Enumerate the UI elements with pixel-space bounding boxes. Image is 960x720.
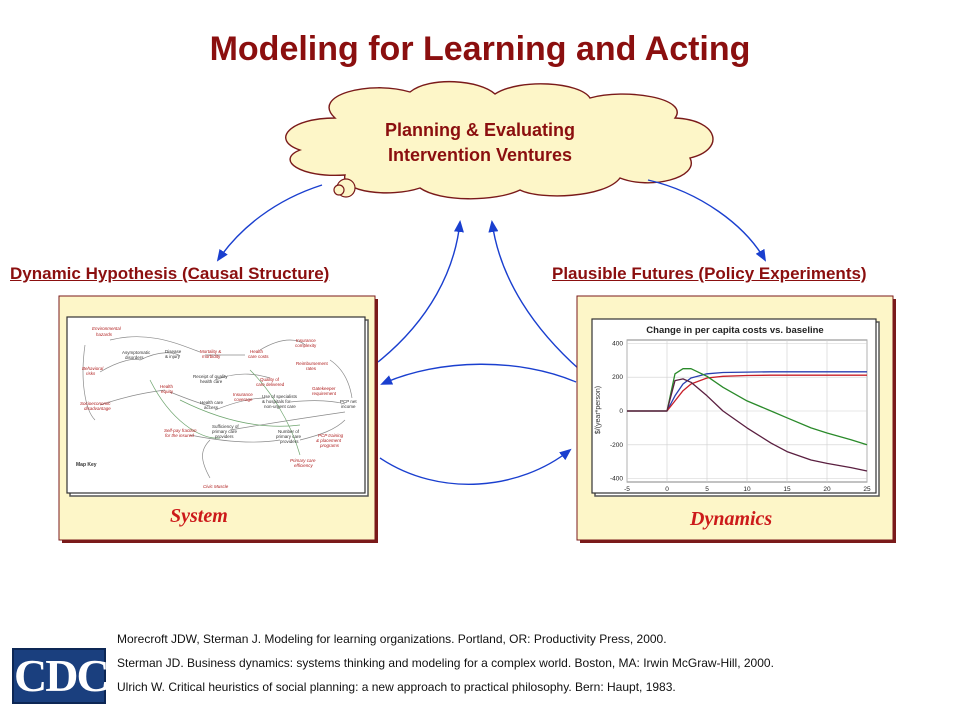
svg-text:rates: rates [306, 366, 317, 371]
chart-ylabel: $/(year*person) [595, 386, 602, 434]
svg-text:& hospitals for: & hospitals for [262, 399, 291, 404]
svg-text:Health: Health [250, 349, 264, 354]
svg-text:Receipt of quality: Receipt of quality [193, 374, 228, 379]
x-tick-label-0: -5 [624, 486, 630, 493]
y-tick-label-2: 0 [619, 408, 623, 415]
svg-text:income: income [341, 404, 356, 409]
reference-1: Morecroft JDW, Sterman J. Modeling for l… [117, 632, 667, 646]
left-panel [58, 295, 378, 543]
svg-text:Health care: Health care [200, 400, 224, 405]
svg-text:risks: risks [86, 371, 96, 376]
svg-text:Insurance: Insurance [296, 338, 316, 343]
svg-text:Socioeconomic: Socioeconomic [80, 401, 111, 406]
svg-text:Disease: Disease [165, 349, 182, 354]
svg-text:Health: Health [160, 384, 174, 389]
svg-text:disorders: disorders [125, 355, 144, 360]
svg-text:programs: programs [319, 443, 340, 448]
x-tick-label-2: 5 [705, 486, 709, 493]
reference-3: Ulrich W. Critical heuristics of social … [117, 680, 676, 694]
series-line-0 [627, 371, 867, 412]
svg-text:complexity: complexity [295, 343, 317, 348]
svg-text:Gatekeeper: Gatekeeper [312, 386, 336, 391]
chart-title: Change in per capita costs vs. baseline [646, 325, 823, 336]
svg-text:primary care: primary care [276, 434, 302, 439]
y-tick-label-0: 400 [612, 340, 623, 347]
svg-text:Sufficiency of: Sufficiency of [212, 424, 239, 429]
x-tick-label-3: 10 [743, 486, 751, 493]
x-tick-label-1: 0 [665, 486, 669, 493]
svg-text:Self-pay fraction: Self-pay fraction [164, 428, 197, 433]
cloud-label: Planning & Evaluating Intervention Ventu… [340, 118, 620, 168]
svg-text:requirement: requirement [312, 391, 337, 396]
svg-text:& placement: & placement [316, 438, 342, 443]
right-heading: Plausible Futures (Policy Experiments) [552, 264, 867, 283]
series-line-2 [627, 368, 868, 446]
svg-text:equity: equity [161, 389, 174, 394]
svg-text:& injury: & injury [165, 354, 181, 359]
y-tick-label-1: 200 [612, 374, 623, 381]
svg-text:care costs: care costs [248, 354, 269, 359]
svg-text:morbidity: morbidity [202, 354, 221, 359]
svg-text:providers: providers [215, 434, 234, 439]
cloud-shape [285, 81, 714, 200]
svg-text:hazards: hazards [96, 332, 113, 337]
svg-text:care delivered: care delivered [256, 382, 285, 387]
left-heading: Dynamic Hypothesis (Causal Structure) [10, 264, 330, 283]
series-line-3 [627, 378, 868, 472]
cdc-logo-text: CDC [14, 650, 110, 701]
cloud-line-1: Planning & Evaluating [384, 120, 576, 140]
x-tick-label-6: 25 [863, 486, 871, 493]
svg-text:disadvantage: disadvantage [84, 406, 111, 411]
svg-text:for the insured: for the insured [165, 433, 194, 438]
svg-text:Insurance: Insurance [233, 392, 253, 397]
system-label: System [170, 505, 228, 527]
slide-title: Modeling for Learning and Acting [209, 30, 751, 68]
cloud-line-2: Intervention Ventures [387, 145, 573, 165]
series-line-1 [627, 374, 867, 412]
svg-text:primary care: primary care [212, 429, 238, 434]
svg-text:providers: providers [280, 439, 299, 444]
causal-map: Environmental hazards Asymptomatic disor… [76, 326, 357, 489]
svg-text:Environmental: Environmental [92, 326, 122, 331]
line-chart: Change in per capita costs vs. baseline … [595, 325, 871, 493]
cdc-logo: CDC [12, 648, 110, 704]
svg-text:Mortality &: Mortality & [200, 349, 221, 354]
svg-text:non-urgent care: non-urgent care [264, 404, 296, 409]
reference-2: Sterman JD. Business dynamics: systems t… [117, 656, 774, 670]
flow-arrows [216, 179, 766, 485]
svg-text:Use of specialists: Use of specialists [262, 394, 298, 399]
svg-text:Reimbursement: Reimbursement [296, 361, 329, 366]
svg-text:Asymptomatic: Asymptomatic [122, 350, 151, 355]
svg-text:Primary care: Primary care [290, 458, 316, 463]
svg-text:Quality of: Quality of [260, 377, 280, 382]
svg-text:efficiency: efficiency [294, 463, 314, 468]
dynamics-label: Dynamics [690, 508, 773, 530]
x-tick-label-5: 20 [823, 486, 831, 493]
y-tick-label-3: -200 [610, 442, 623, 449]
svg-text:health care: health care [200, 379, 223, 384]
svg-text:PCP training: PCP training [318, 433, 344, 438]
svg-text:Civic Muscle: Civic Muscle [203, 484, 229, 489]
references: Morecroft JDW, Sterman J. Modeling for l… [117, 632, 774, 704]
svg-text:Map Key: Map Key [76, 462, 97, 468]
y-tick-label-4: -400 [610, 476, 623, 483]
x-tick-label-4: 15 [783, 486, 791, 493]
svg-text:Behavioral: Behavioral [82, 366, 104, 371]
svg-text:coverage: coverage [234, 397, 253, 402]
svg-text:PCP net: PCP net [340, 399, 357, 404]
svg-text:access: access [204, 405, 219, 410]
svg-text:Number of: Number of [278, 429, 300, 434]
